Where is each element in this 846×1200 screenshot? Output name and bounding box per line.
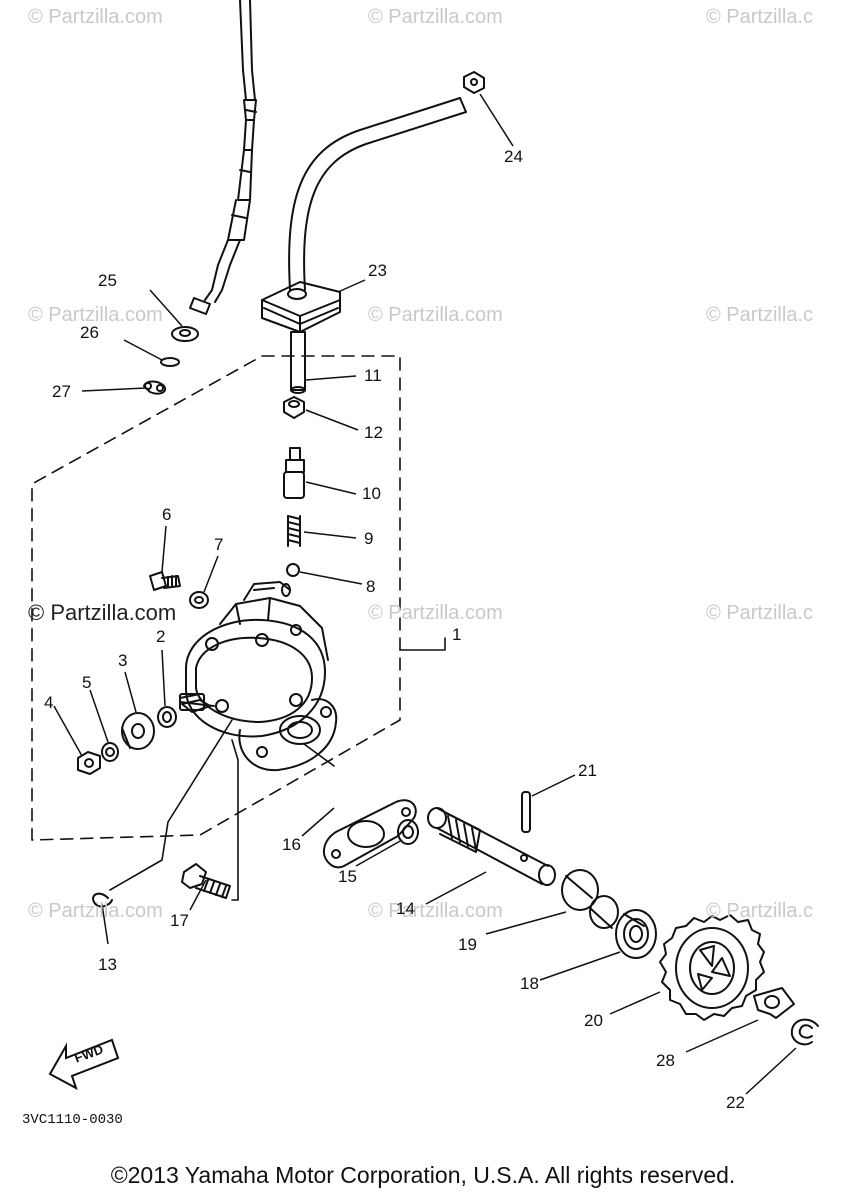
watermark: © Partzilla.com xyxy=(368,304,503,326)
watermark: © Partzilla.com xyxy=(368,900,503,922)
callout-9: 9 xyxy=(364,529,374,548)
callout-14: 14 xyxy=(396,899,415,918)
bearing-18 xyxy=(615,909,657,959)
callout-26: 26 xyxy=(80,323,99,342)
nut-part-12 xyxy=(283,396,305,419)
callout-13: 13 xyxy=(98,955,117,974)
callout-23: 23 xyxy=(368,261,387,280)
callout-25: 25 xyxy=(98,271,117,290)
callout-10: 10 xyxy=(362,484,381,503)
watermark: © Partzilla.c xyxy=(706,6,813,28)
circlip-22 xyxy=(790,1018,819,1046)
watermark: © Partzilla.com xyxy=(28,900,163,922)
callout-22: 22 xyxy=(726,1093,745,1112)
callout-1: 1 xyxy=(452,625,462,644)
o-ring-15 xyxy=(397,819,419,845)
nut-4 xyxy=(77,751,101,775)
leader-lines xyxy=(53,93,797,1095)
delivery-pipe-11 xyxy=(290,331,306,394)
callout-28: 28 xyxy=(656,1051,675,1070)
callout-15: 15 xyxy=(338,867,357,886)
forward-direction-arrow-icon xyxy=(48,1038,120,1091)
watermark: © Partzilla.c xyxy=(706,602,813,624)
washer-7 xyxy=(189,591,209,609)
check-valve-10 xyxy=(283,447,305,499)
pin-21 xyxy=(521,791,531,833)
callout-2: 2 xyxy=(156,627,166,646)
callout-4: 4 xyxy=(44,693,54,712)
gasket-16 xyxy=(322,799,417,869)
bolt-6 xyxy=(149,571,181,591)
callout-18: 18 xyxy=(520,974,539,993)
o-ring-26 xyxy=(160,357,180,367)
callout-24: 24 xyxy=(504,147,523,166)
callout-27: 27 xyxy=(52,382,71,401)
nut-part-24 xyxy=(463,71,485,94)
callout-17: 17 xyxy=(170,911,189,930)
callout-7: 7 xyxy=(214,535,224,554)
pump-drive-shaft-14 xyxy=(427,807,556,886)
oil-delivery-hose xyxy=(288,97,467,291)
callout-21: 21 xyxy=(578,761,597,780)
watermark: © Partzilla.com xyxy=(28,304,163,326)
callout-6: 6 xyxy=(162,505,172,524)
oil-pump-cable xyxy=(189,0,257,315)
watermark: © Partzilla.com xyxy=(368,602,503,624)
gear-20 xyxy=(659,914,765,1021)
plate-3 xyxy=(121,712,155,750)
oil-pump-body xyxy=(179,581,338,772)
bolt-17 xyxy=(181,863,231,899)
callout-5: 5 xyxy=(82,673,92,692)
plate-28 xyxy=(753,987,795,1019)
watermark: © Partzilla.c xyxy=(706,900,813,922)
watermark: © Partzilla.com xyxy=(28,6,163,28)
callout-19: 19 xyxy=(458,935,477,954)
callout-20: 20 xyxy=(584,1011,603,1030)
copyright-notice: ©2013 Yamaha Motor Corporation, U.S.A. A… xyxy=(110,1162,736,1188)
callout-16: 16 xyxy=(282,835,301,854)
diagram-code: 3VC1110-0030 xyxy=(22,1112,123,1128)
hose-grommet xyxy=(261,281,341,333)
callout-8: 8 xyxy=(366,577,376,596)
seal-2 xyxy=(157,706,177,728)
watermark: © Partzilla.com xyxy=(368,6,503,28)
callout-11: 11 xyxy=(364,366,382,385)
callout-12: 12 xyxy=(364,423,383,442)
callout-3: 3 xyxy=(118,651,128,670)
collar-19 xyxy=(561,869,619,929)
watermark: © Partzilla.c xyxy=(706,304,813,326)
clip-27 xyxy=(143,380,166,395)
watermark-prominent: © Partzilla.com xyxy=(28,600,177,625)
ball-8 xyxy=(286,563,300,577)
spring-9 xyxy=(287,515,301,547)
clip-13 xyxy=(92,892,113,908)
washer-25 xyxy=(171,326,199,342)
pump-assembly-boundary xyxy=(31,355,401,841)
pump-shaft xyxy=(181,699,211,713)
lock-washer-5 xyxy=(101,742,119,762)
